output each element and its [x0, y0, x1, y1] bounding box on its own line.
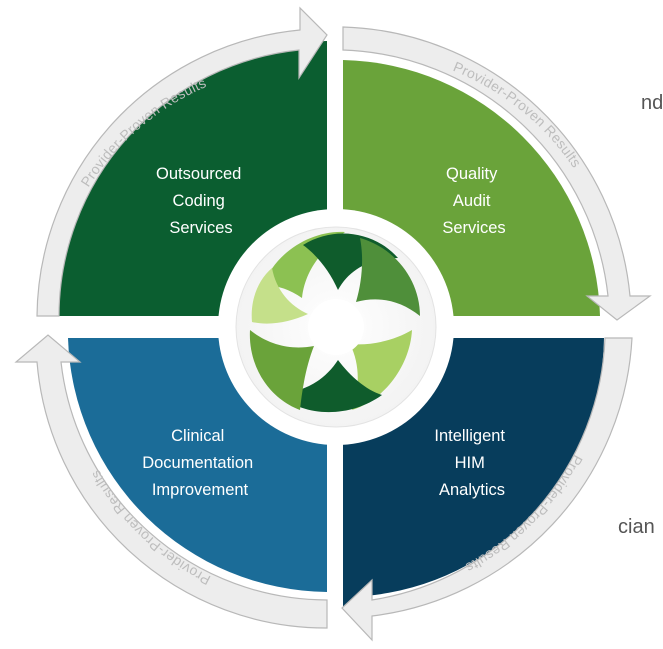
label-line: Outsourced — [156, 165, 241, 183]
quadrant-quality-audit-label: Quality Audit Services — [442, 165, 505, 237]
label-line: Intelligent — [434, 427, 505, 445]
quadrant-him-analytics-label: Intelligent HIM Analytics — [434, 427, 509, 499]
swirl-center — [308, 299, 364, 355]
swirl-icon — [249, 231, 420, 413]
label-line: Services — [169, 219, 232, 237]
label-line: Analytics — [439, 481, 505, 499]
label-line: Coding — [173, 192, 225, 210]
label-line: Clinical — [171, 427, 224, 445]
label-line: Services — [442, 219, 505, 237]
label-line: Improvement — [152, 481, 249, 499]
label-line: Documentation — [142, 454, 253, 472]
cropped-text-top: nd — [641, 92, 663, 114]
label-line: HIM — [455, 454, 485, 472]
label-line: Quality — [446, 165, 498, 183]
center-logo — [218, 209, 454, 445]
quadrant-outsourced-coding-label: Outsourced Coding Services — [156, 165, 246, 237]
label-line: Audit — [453, 192, 491, 210]
quadrant-clinical-documentation-label: Clinical Documentation Improvement — [142, 427, 258, 499]
cropped-text-bottom: cian — [618, 516, 655, 538]
